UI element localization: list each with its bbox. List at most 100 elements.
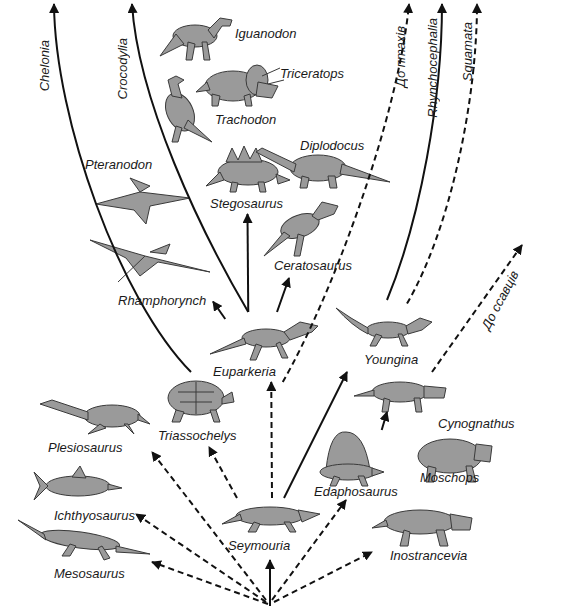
taxon-node: Edaphosaurus [312, 430, 394, 500]
taxon-node: Triceratops [198, 58, 343, 108]
animal-figure [298, 510, 320, 522]
taxon-node: Iguanodon [160, 12, 300, 64]
taxon-name: Ceratosaurus [274, 258, 352, 273]
animal-figure [96, 192, 190, 224]
clade-label: Squamata [459, 4, 477, 84]
lineage-line [136, 514, 266, 602]
taxon-name: Ichthyosaurus [54, 508, 135, 523]
taxon-name: Euparkeria [213, 364, 276, 379]
lineage-arrow [277, 278, 289, 312]
animal-figure [178, 382, 214, 414]
lineage-arrow [432, 245, 522, 372]
animal-figure [208, 18, 232, 38]
animal-figure [372, 468, 384, 476]
lineage-line [152, 562, 268, 604]
taxon-name: Iguanodon [235, 26, 296, 41]
taxon-node: Inostrancevia [372, 502, 472, 564]
animal-figure [18, 520, 46, 540]
animal-figure [138, 414, 150, 424]
animal-figure [256, 148, 296, 172]
taxon-node: Pteranodon [80, 155, 195, 227]
animal-figure [370, 334, 408, 346]
taxon-name: Triassochelys [158, 428, 237, 443]
taxon-node: Euparkeria [208, 312, 323, 382]
animal-figure [168, 76, 184, 98]
lineage-line [274, 552, 372, 602]
lineage-arrow [382, 412, 387, 430]
clade-name: Chelonia [37, 40, 52, 91]
taxon-node: Triassochelys [155, 372, 245, 447]
animal-figure [336, 308, 368, 334]
animal-figure [242, 329, 290, 347]
animal-figure [372, 520, 388, 528]
clade-name: Crocodylia [115, 38, 130, 99]
clade-label: Rhynchocephalia [424, 4, 442, 114]
taxon-node: Ichthyosaurus [32, 462, 132, 524]
taxon-node: Youngina [332, 300, 432, 372]
taxon-node: Rhamphorynch [88, 225, 213, 310]
lineage-arrow [407, 4, 477, 304]
taxon-node: Moschops [412, 428, 494, 490]
animal-figure [424, 386, 446, 398]
animal-figure [382, 398, 422, 412]
animal-figure [186, 42, 210, 60]
animal-figure [256, 82, 278, 98]
animal-figure [236, 507, 304, 525]
animal-figure [250, 342, 288, 360]
clade-name: До ссавців [478, 268, 521, 332]
lineage-arrow [387, 4, 442, 300]
animal-figure [230, 182, 266, 192]
animal-figure [184, 120, 212, 142]
taxon-name: Mesosaurus [54, 566, 125, 581]
clade-name: До птахів [393, 26, 408, 87]
taxon-node: Trachodon [155, 72, 275, 142]
lineage-line [269, 560, 271, 606]
taxon-name: Triceratops [280, 66, 344, 81]
taxon-name: Trachodon [215, 112, 276, 127]
animal-figure [400, 530, 448, 546]
taxon-node: Mesosaurus [18, 508, 153, 583]
animal-figure [46, 476, 110, 496]
animal-figure [384, 510, 456, 534]
animal-figure [300, 176, 337, 188]
taxon-node: Seymouria [222, 498, 322, 556]
animal-figure [474, 444, 492, 462]
taxon-name: Youngina [364, 352, 418, 367]
taxon-name: Rhamphorynch [118, 293, 206, 308]
lineage-arrow [283, 4, 409, 382]
animal-figure [118, 256, 145, 282]
animal-figure [116, 546, 150, 554]
lineage-line [152, 452, 266, 600]
animal-figure [450, 514, 472, 530]
taxon-node: Diplodocus [255, 138, 395, 188]
animal-figure [354, 390, 374, 396]
animal-figure [290, 155, 346, 181]
animal-figure [34, 472, 48, 500]
animal-figure [62, 544, 110, 560]
lineage-arrow [284, 372, 347, 498]
taxon-name: Plesiosaurus [48, 440, 122, 455]
clade-name: Rhynchocephalia [425, 18, 440, 118]
lineage-arrow [209, 447, 237, 498]
animal-figure [218, 159, 278, 185]
taxon-name: Diplodocus [300, 138, 364, 153]
lineage-arrow [213, 302, 225, 320]
animal-figure [222, 392, 234, 404]
animal-figure [210, 338, 246, 354]
animal-figure [150, 244, 170, 254]
animal-figure [172, 126, 182, 142]
taxon-node: Ceratosaurus [262, 198, 352, 278]
clade-label: Chelonia [36, 4, 54, 100]
animal-figure [222, 514, 242, 524]
animal-figure [39, 527, 120, 554]
animal-figure [284, 322, 318, 340]
taxon-name: Pteranodon [85, 157, 152, 172]
taxon-node: Plesiosaurus [38, 388, 148, 458]
animal-figure [320, 464, 376, 480]
taxon-node: Stegosaurus [205, 142, 290, 214]
animal-figure [406, 318, 432, 334]
taxon-name: Inostrancevia [390, 548, 467, 563]
animal-figure [264, 232, 290, 256]
clade-label: Crocodylia [114, 4, 132, 106]
